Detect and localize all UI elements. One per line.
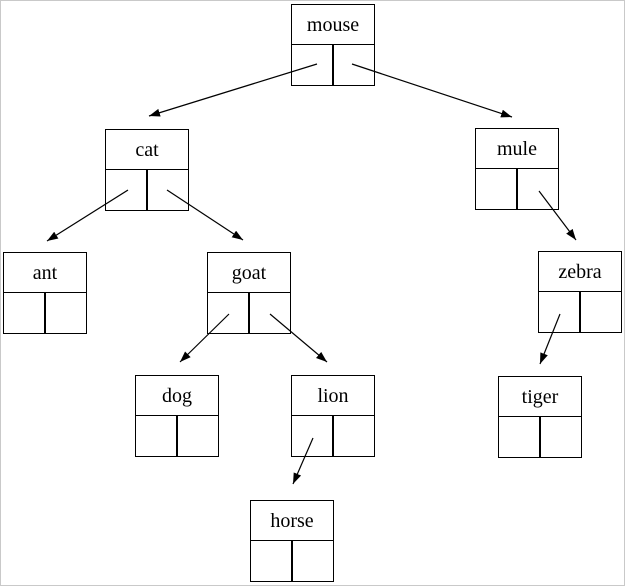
left-pointer-cell — [207, 291, 250, 334]
node-label: lion — [291, 375, 375, 416]
left-pointer-cell — [105, 168, 148, 211]
node-label: tiger — [498, 376, 582, 417]
node-pointer-cells — [291, 414, 375, 457]
left-pointer-cell — [291, 43, 334, 86]
node-pointer-cells — [3, 291, 87, 334]
node-pointer-cells — [105, 168, 189, 211]
node-label: mule — [475, 128, 559, 169]
node-pointer-cells — [538, 290, 622, 333]
edge-mouse-right-to-mule — [351, 63, 513, 118]
right-pointer-cell — [248, 291, 291, 334]
right-pointer-cell — [516, 167, 559, 210]
edge-zebra-left-to-tiger — [539, 313, 561, 365]
left-pointer-cell — [250, 539, 293, 582]
edge-cat-left-to-ant — [46, 189, 129, 242]
right-pointer-cell — [291, 539, 334, 582]
node-pointer-cells — [498, 415, 582, 458]
edge-mule-right-to-zebra — [538, 190, 577, 241]
left-pointer-cell — [291, 414, 334, 457]
edge-lion-left-to-horse — [292, 437, 314, 485]
node-label: mouse — [291, 4, 375, 45]
node-label: goat — [207, 252, 291, 293]
node-pointer-cells — [207, 291, 291, 334]
node-pointer-cells — [135, 414, 219, 457]
node-pointer-cells — [475, 167, 559, 210]
node-label: ant — [3, 252, 87, 293]
tree-node-goat: goat — [207, 252, 291, 334]
edge-cat-right-to-goat — [166, 189, 244, 241]
right-pointer-cell — [579, 290, 622, 333]
left-pointer-cell — [538, 290, 581, 333]
right-pointer-cell — [332, 43, 375, 86]
node-pointer-cells — [291, 43, 375, 86]
node-pointer-cells — [250, 539, 334, 582]
left-pointer-cell — [135, 414, 178, 457]
node-label: cat — [105, 129, 189, 170]
right-pointer-cell — [146, 168, 189, 211]
edge-goat-left-to-dog — [179, 313, 230, 363]
tree-node-mouse: mouse — [291, 4, 375, 86]
right-pointer-cell — [44, 291, 87, 334]
node-label: zebra — [538, 251, 622, 292]
right-pointer-cell — [332, 414, 375, 457]
tree-node-zebra: zebra — [538, 251, 622, 333]
edge-goat-right-to-lion — [269, 313, 328, 363]
node-label: dog — [135, 375, 219, 416]
tree-node-dog: dog — [135, 375, 219, 457]
tree-node-horse: horse — [250, 500, 334, 582]
edge-group — [46, 63, 577, 485]
tree-node-tiger: tiger — [498, 376, 582, 458]
right-pointer-cell — [176, 414, 219, 457]
right-pointer-cell — [539, 415, 582, 458]
tree-node-cat: cat — [105, 129, 189, 211]
edge-mouse-left-to-cat — [148, 63, 318, 117]
node-label: horse — [250, 500, 334, 541]
left-pointer-cell — [498, 415, 541, 458]
tree-node-ant: ant — [3, 252, 87, 334]
left-pointer-cell — [475, 167, 518, 210]
left-pointer-cell — [3, 291, 46, 334]
tree-node-lion: lion — [291, 375, 375, 457]
tree-node-mule: mule — [475, 128, 559, 210]
